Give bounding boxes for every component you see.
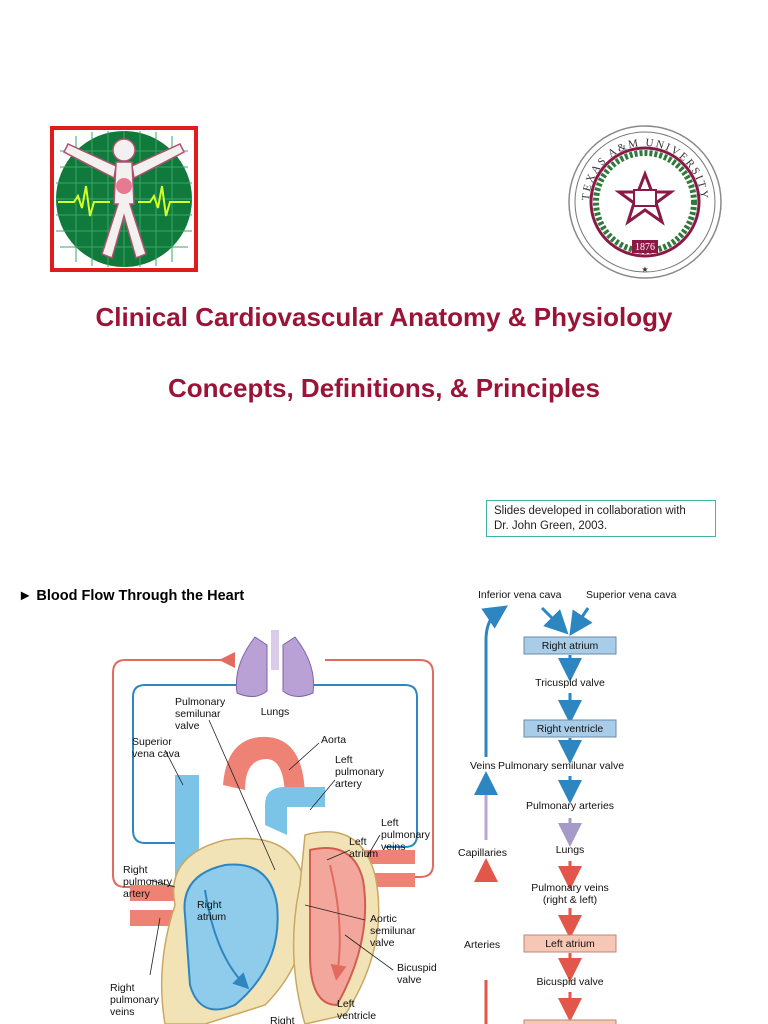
label-right-ventricle-cut: Right xyxy=(270,1015,295,1024)
label-right-pulm-artery-1: Right xyxy=(123,864,148,876)
label-bicuspid-1: Bicuspid xyxy=(397,962,437,974)
section-heading: ► Blood Flow Through the Heart xyxy=(18,588,245,604)
heart-anatomy-diagram: Lungs Pulmonary semilunar valve Superior… xyxy=(110,630,437,1024)
main-title: Clinical Cardiovascular Anatomy & Physio… xyxy=(95,302,673,332)
label-aortic-semilunar-2: semilunar xyxy=(370,925,416,937)
flow-pulmonary-semilunar-valve: Pulmonary semilunar valve xyxy=(498,760,624,772)
label-pulm-semilunar-1: Pulmonary xyxy=(175,696,226,708)
label-sup-vena-cava-2: vena cava xyxy=(132,748,180,760)
label-right-pulm-veins-2: pulmonary xyxy=(110,994,160,1006)
label-left-pulm-artery-3: artery xyxy=(335,778,363,790)
label-left-pulm-veins-3: veins xyxy=(381,841,406,853)
credit-line-1: Slides developed in collaboration with xyxy=(494,505,686,517)
label-left-pulm-artery-1: Left xyxy=(335,754,353,766)
flow-inferior-vena-cava: Inferior vena cava xyxy=(478,589,562,601)
cardio-figure-logo xyxy=(50,126,198,272)
flow-lungs: Lungs xyxy=(556,844,585,856)
flow-right-ventricle: Right ventricle xyxy=(537,723,604,735)
flow-arteries: Arteries xyxy=(464,939,500,951)
label-right-pulm-artery-3: artery xyxy=(123,888,151,900)
flow-pulmonary-veins: Pulmonary veins xyxy=(531,882,609,894)
label-aortic-semilunar-3: valve xyxy=(370,937,395,949)
label-right-atrium-1: Right xyxy=(197,899,222,911)
label-right-pulm-veins-1: Right xyxy=(110,982,135,994)
flow-tricuspid-valve: Tricuspid valve xyxy=(535,677,605,689)
label-pulm-semilunar-2: semilunar xyxy=(175,708,221,720)
star-icon: ★ xyxy=(641,265,648,274)
flow-veins: Veins xyxy=(470,760,496,772)
flow-bicuspid-valve: Bicuspid valve xyxy=(536,976,603,988)
label-left-atrium-2: atrium xyxy=(349,848,378,860)
label-right-pulm-veins-3: veins xyxy=(110,1006,135,1018)
label-left-pulm-veins-1: Left xyxy=(381,817,399,829)
label-left-pulm-veins-2: pulmonary xyxy=(381,829,431,841)
credit-note: Slides developed in collaboration with D… xyxy=(486,500,716,537)
blood-flow-chart: Inferior vena cava Superior vena cava Ri… xyxy=(458,589,677,1024)
label-pulm-semilunar-3: valve xyxy=(175,720,200,732)
label-left-ventricle-2: ventricle xyxy=(337,1010,376,1022)
flow-pulmonary-arteries: Pulmonary arteries xyxy=(526,800,614,812)
label-aortic-semilunar-1: Aortic xyxy=(370,913,397,925)
flow-left-atrium: Left atrium xyxy=(545,938,595,950)
label-right-atrium-2: atrium xyxy=(197,911,226,923)
flow-superior-vena-cava: Superior vena cava xyxy=(586,589,677,601)
seal-year: 1876 xyxy=(635,242,655,253)
subtitle: Concepts, Definitions, & Principles xyxy=(168,373,600,403)
flow-right-atrium: Right atrium xyxy=(542,640,599,652)
label-bicuspid-2: valve xyxy=(397,974,422,986)
label-left-ventricle-1: Left xyxy=(337,998,355,1010)
label-left-pulm-artery-2: pulmonary xyxy=(335,766,385,778)
label-right-pulm-artery-2: pulmonary xyxy=(123,876,173,888)
flow-pulmonary-veins-sub: (right & left) xyxy=(543,894,597,906)
credit-line-2: Dr. John Green, 2003. xyxy=(494,520,608,532)
label-lungs: Lungs xyxy=(261,706,290,718)
label-left-atrium-1: Left xyxy=(349,836,367,848)
label-aorta: Aorta xyxy=(321,734,346,746)
flow-capillaries: Capillaries xyxy=(458,847,507,859)
university-seal: TEXAS A&M UNIVERSITY 1876 ★ xyxy=(568,125,722,279)
label-sup-vena-cava-1: Superior xyxy=(132,736,172,748)
